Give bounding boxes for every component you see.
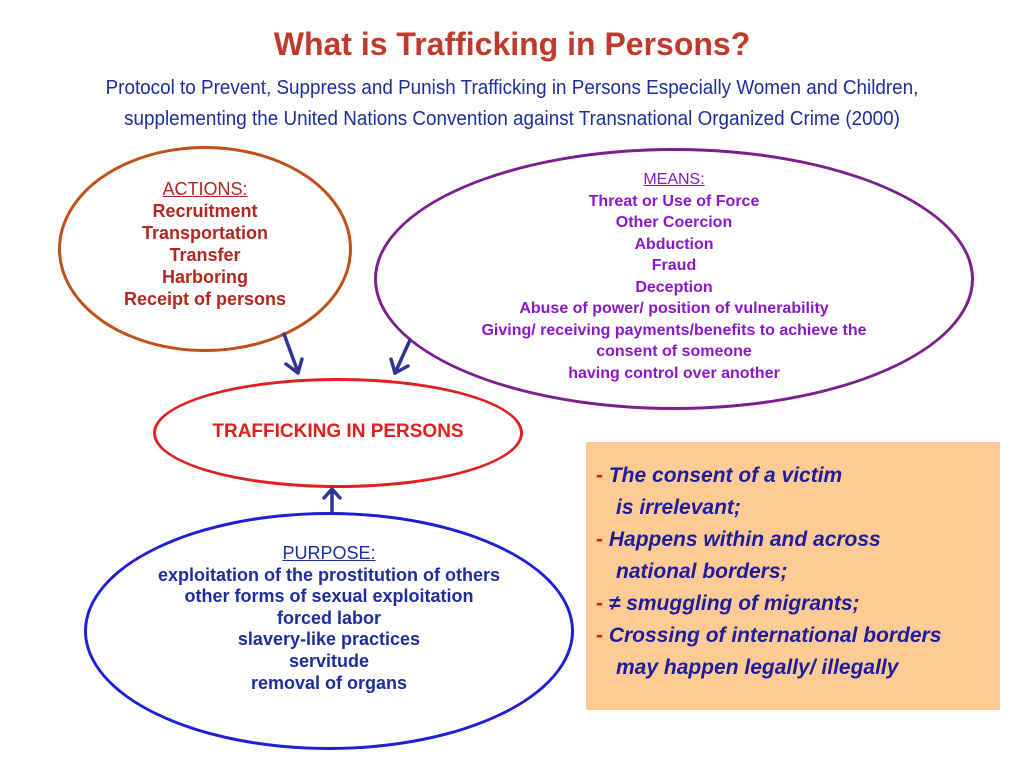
note-line: - ≠ smuggling of migrants; [596, 592, 860, 615]
means-list: MEANS: Threat or Use of Force Other Coer… [374, 169, 974, 384]
means-item: Deception [635, 278, 713, 296]
notes-box [586, 442, 1000, 710]
trafficking-oval [153, 378, 523, 488]
page-title: What is Trafficking in Persons? [273, 26, 751, 62]
purpose-list: PURPOSE: exploitation of the prostitutio… [84, 543, 574, 694]
subtitle-line-1: Protocol to Prevent, Suppress and Punish… [105, 76, 919, 99]
arrow-means-to-center [389, 338, 412, 375]
subtitle: Protocol to Prevent, Suppress and Punish… [78, 72, 946, 134]
note-dash: - [596, 528, 603, 551]
means-item: having control over another [568, 364, 780, 382]
actions-item: Harboring [161, 267, 248, 287]
trafficking-label: TRAFFICKING IN PERSONS [212, 421, 464, 442]
note-dash: - [596, 464, 603, 487]
actions-item: Transportation [141, 223, 268, 243]
actions-list: ACTIONS: Recruitment Transportation Tran… [58, 178, 352, 310]
purpose-item: exploitation of the prostitution of othe… [158, 564, 500, 585]
note-line: national borders; [616, 560, 788, 583]
note-dash: - [596, 624, 603, 647]
means-oval [374, 148, 974, 410]
note-line: - The consent of a victim [596, 464, 843, 487]
means-item: Threat or Use of Force [588, 192, 760, 210]
means-heading: MEANS: [643, 171, 705, 188]
means-item: Giving/ receiving payments/benefits to a… [481, 321, 867, 339]
note-line: may happen legally/ illegally [616, 656, 899, 679]
arrow-actions-to-center [282, 332, 304, 375]
means-item: consent of someone [596, 343, 752, 360]
note-line: - Happens within and across [596, 528, 881, 551]
purpose-heading: PURPOSE: [282, 543, 376, 563]
note-line: - Crossing of international borders [596, 624, 942, 647]
note-line: is irrelevant; [616, 496, 741, 519]
note-dash: - [596, 592, 603, 615]
purpose-item: forced labor [276, 607, 382, 628]
subtitle-line-2: supplementing the United Nations Convent… [124, 107, 900, 130]
purpose-item: removal of organs [250, 672, 408, 693]
purpose-item: slavery-like practices [237, 629, 421, 650]
actions-oval [58, 146, 352, 352]
purpose-item: servitude [288, 650, 370, 671]
purpose-oval [84, 512, 574, 750]
means-item: Abduction [634, 235, 714, 253]
actions-item: Transfer [169, 245, 241, 265]
actions-item: Recruitment [152, 201, 258, 221]
means-item: Fraud [651, 257, 697, 274]
actions-item: Receipt of persons [123, 289, 287, 309]
purpose-item: other forms of sexual exploitation [184, 586, 474, 607]
means-item: Other Coercion [615, 214, 733, 231]
means-item: Abuse of power/ position of vulnerabilit… [519, 300, 829, 317]
notes-list: - The consent of a victim is irrelevant;… [596, 460, 1016, 684]
arrow-purpose-to-center [322, 487, 342, 514]
actions-heading: ACTIONS: [162, 179, 248, 199]
